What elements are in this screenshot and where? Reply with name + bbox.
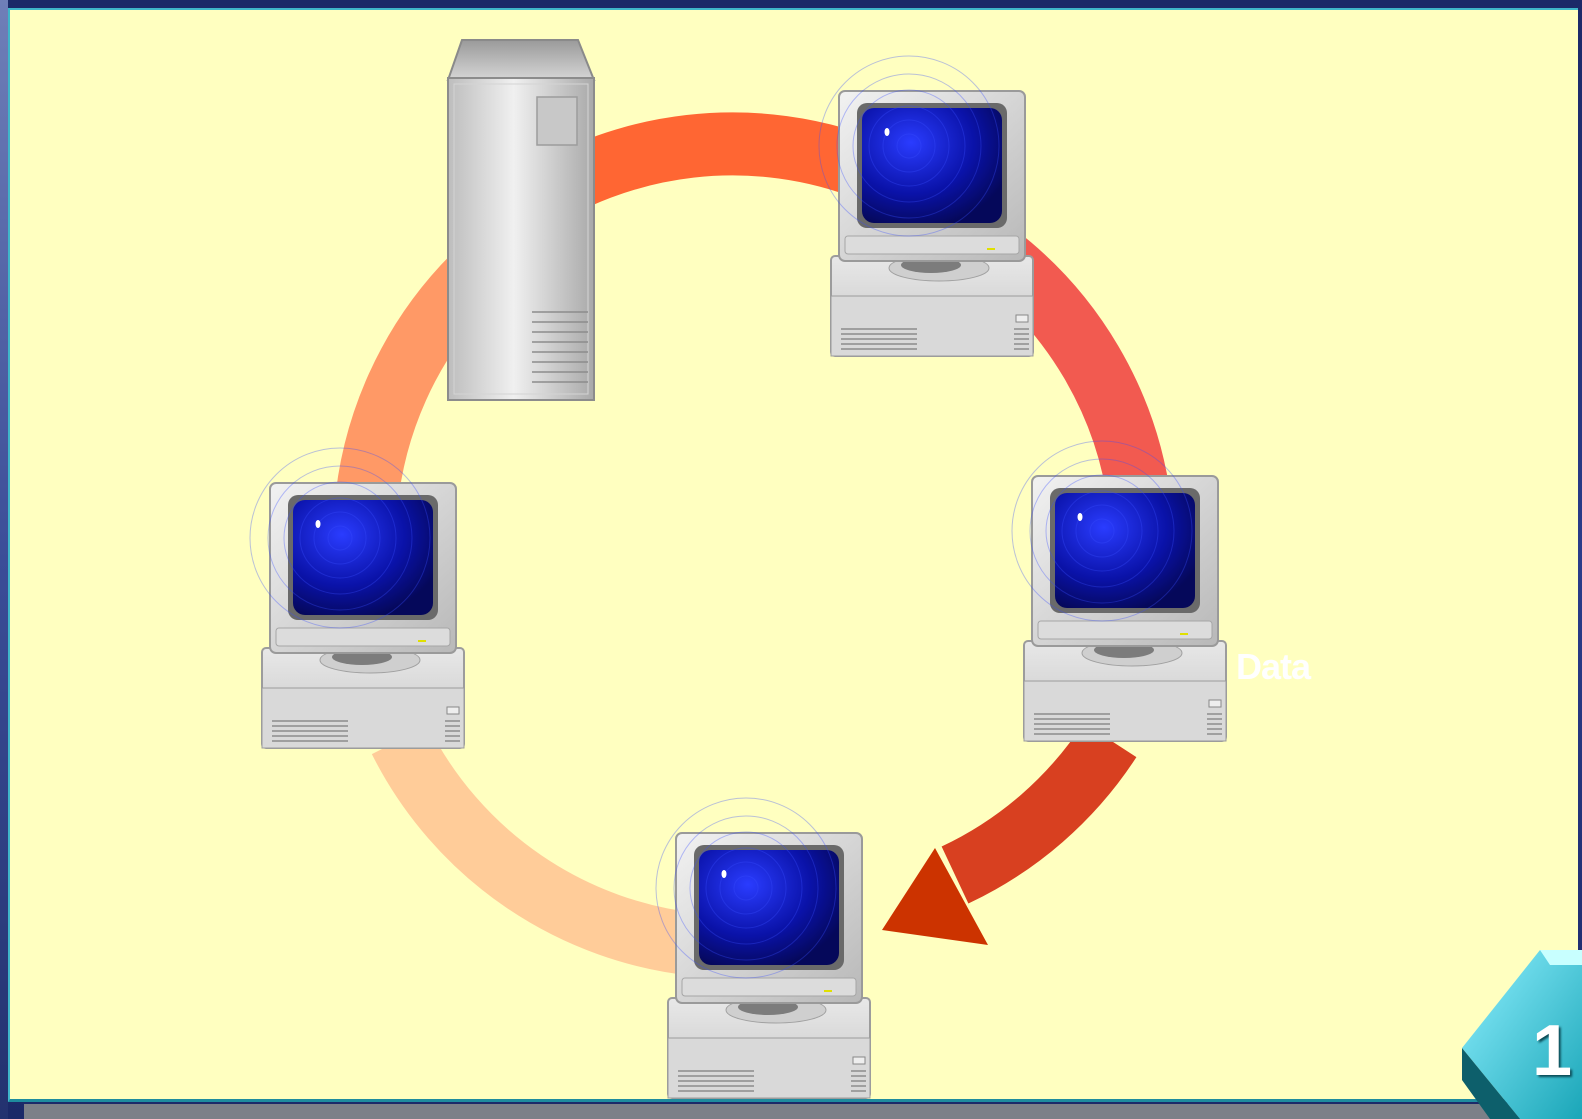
data-label: Data bbox=[1236, 646, 1311, 687]
workstation-top-right-icon bbox=[818, 55, 1034, 357]
ring-segment-lower-right bbox=[941, 722, 1137, 904]
ring-segment-bottom-left bbox=[371, 725, 704, 977]
bottom-frame-strip bbox=[24, 1104, 1582, 1119]
page-number: 1 bbox=[1532, 1011, 1573, 1091]
workstation-right-icon bbox=[1011, 440, 1227, 742]
left-frame-strip bbox=[0, 0, 8, 1119]
server-tower-icon bbox=[446, 39, 596, 401]
workstation-left-icon bbox=[249, 447, 465, 749]
page-number-tile bbox=[1462, 950, 1582, 1119]
arrow-head bbox=[882, 848, 988, 945]
workstation-bottom-icon bbox=[655, 797, 871, 1099]
